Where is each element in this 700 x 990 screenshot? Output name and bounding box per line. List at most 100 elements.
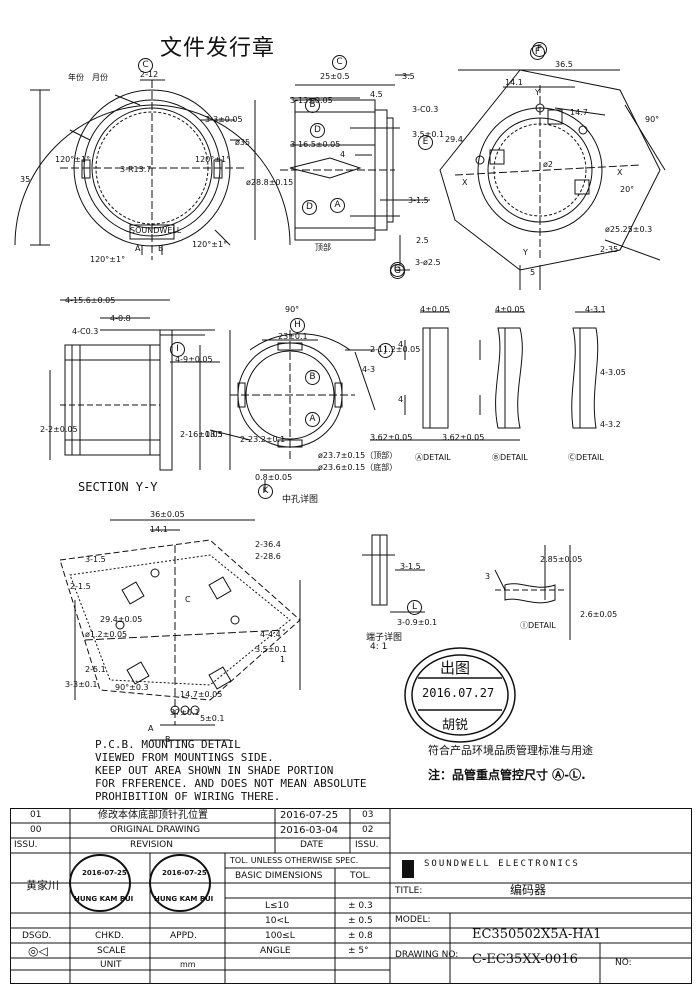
dimension-label: ⒾDETAIL [520,621,556,630]
dimension-label: 4 [398,395,404,404]
dimension-label: 3.5±0.1 [412,130,445,139]
tol-dim-header: BASIC DIMENSIONS [235,871,323,881]
remark-compliance: 符合产品环境品质管理标准与用途 [428,744,593,757]
dimension-label: 4-C0.3 [72,327,99,336]
tol-value: ± 0.3 [348,901,373,911]
model-label: MODEL: [395,915,431,925]
dimension-label: 4-4.4 [260,630,281,639]
dimension-label: ø25.25±0.3 [605,225,653,234]
dimension-label: 3-1.5 [85,555,106,564]
dimension-label: 2.5 [416,236,429,245]
dimension-label: 4-3.1 [585,305,606,314]
stamp-title: 文件发行章 [160,36,276,61]
inspection-code-marker: C [332,55,347,70]
tol-tol-header: TOL. [350,871,371,881]
dimension-label: 2-2±0.05 [40,425,78,434]
front-view [14,79,291,260]
dimension-label: 5 [530,268,536,277]
dimension-label: ø2 [543,160,553,169]
dimension-label: 2-11.2±0.05 [370,345,421,354]
inspection-code-marker: B [305,370,320,385]
dimension-label: ø23.7±0.15（顶部） [318,451,398,460]
dimension-label: 4±0.05 [420,305,450,314]
pcb-view [59,519,301,741]
dimension-label: 4.5 [370,90,383,99]
stamp-line1: 出图 [440,659,471,677]
inspection-code-marker: H [290,318,305,333]
inspection-code-marker: F [530,45,545,60]
inspection-code-marker: C [138,58,153,73]
dimension-label: 3.62±0.05 [442,433,485,442]
tol-value: ± 0.8 [348,931,373,941]
inspection-code-marker: L [407,600,422,615]
dimension-label: 0.8±0.05 [255,473,293,482]
dimension-label: 25±0.5 [320,72,350,81]
dimension-label: 2-36.4 [255,540,281,549]
dimension-label: 120°±1° [195,155,231,164]
dimension-label: ⒸDETAIL [568,453,604,462]
dimension-label: ⒶDETAIL [415,453,451,462]
unit-value: mm [180,960,196,969]
dimension-label: 2-35 [600,245,619,254]
dimension-label: 2.6±0.05 [580,610,618,619]
pcb-note: VIEWED FROM MOUNTINGS SIDE. [95,751,274,764]
dimension-label: 2-16±0.05 [180,430,223,439]
rev-issue: 03 [362,810,374,820]
dimension-label: 14.7 [570,108,588,117]
tol-value: ± 5° [348,946,369,956]
dimension-label: 3-16.5±0.05 [290,140,341,149]
chkd-label: CHKD. [95,931,124,941]
dimension-label: 月份 [92,73,108,82]
tol-dim: 10<L [265,916,290,926]
dimension-label: 2-1.5 [70,582,91,591]
dimension-label: A [135,244,141,253]
rev-header-no: ISSU. [14,840,38,850]
dimension-label: 29.4±0.05 [100,615,143,624]
dimension-label: 3-1.5 [408,196,429,205]
dimension-label: ø1.2±0.05 [85,630,128,639]
hole-view [209,330,376,492]
rev-header-date: DATE [300,840,324,850]
section-title: SECTION Y-Y [78,480,158,494]
side-view [254,74,430,271]
dimension-label: 3 [485,572,491,581]
dimension-label: 3-C0.3 [412,105,439,114]
dimension-label: 29.4 [445,135,463,144]
top-view [439,69,666,290]
stamp-date: 2016.07.27 [422,686,495,700]
pcb-note: KEEP OUT AREA SHOWN IN SHADE PORTION [95,764,334,777]
hole-detail-title: 中孔详图 [282,495,319,505]
dimension-label: 20° [620,185,635,194]
dimension-label: 4-0.8 [110,314,131,323]
dimension-label: 4-3.2 [600,420,621,429]
dimension-label: 1 [280,655,286,664]
rev-no: 00 [30,825,42,835]
terminal-scale: 4: 1 [370,642,388,652]
dimension-label: 2-12 [140,70,159,79]
dimension-label: X [462,178,468,187]
drawing-value: C-EC35XX-0016 [472,952,578,967]
dimension-label: ø23.6±0.15（底部） [318,463,398,472]
stamp-date-appd: 2016-07-25 [162,869,207,877]
title-label: TITLE: [395,886,423,896]
dsgd-label: DSGD. [22,931,52,941]
company-name: SOUNDWELL ELECTRONICS [424,859,580,869]
rev-desc: ORIGINAL DRAWING [110,825,201,835]
dimension-label: SOUNDWELL [130,226,182,235]
dimension-label: 18.5 [205,430,223,439]
dimension-label: 4±0.05 [495,305,525,314]
dimension-label: 37±0.1 [170,708,200,717]
dimension-label: Y [535,88,540,97]
dimension-label: 4-3 [362,365,376,374]
scale-icon: ◎◁ [28,944,48,958]
dimension-label: 4-15.6±0.05 [65,296,116,305]
dimension-label: 14.1 [150,525,168,534]
drawing-label: DRAWING NO: [395,950,459,960]
pcb-note: PROHIBITION OF WIRING THERE. [95,790,281,803]
dimension-label: 3.62±0.05 [370,433,413,442]
rev-date: 2016-03-04 [280,825,339,836]
no-label: NO: [615,958,632,968]
inspection-code-marker: D [310,123,325,138]
inspection-code-marker: D [302,200,317,215]
